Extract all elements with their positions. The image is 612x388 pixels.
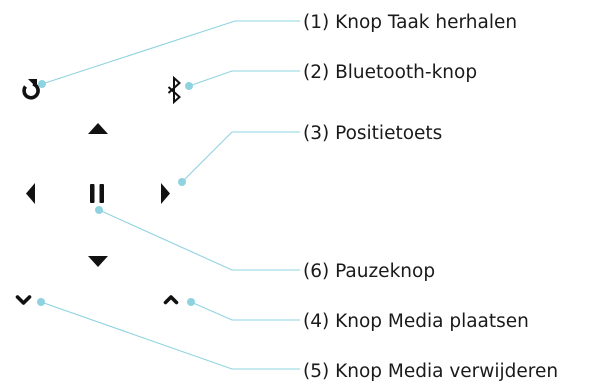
arrow-right-icon[interactable] <box>161 183 170 204</box>
marker-dot-position <box>178 178 186 186</box>
pause-icon[interactable] <box>90 184 104 203</box>
chevron-up-icon[interactable] <box>163 295 179 305</box>
leader-line-insert-media <box>190 301 300 321</box>
bluetooth-icon[interactable] <box>167 75 181 105</box>
label-pause-button: (6) Pauzeknop <box>303 261 435 282</box>
marker-dot-repeat <box>38 80 46 88</box>
marker-dot-pause <box>95 206 103 214</box>
leader-line-pause <box>98 209 300 271</box>
label-bluetooth-button: (2) Bluetooth-knop <box>303 62 477 83</box>
marker-dot-bluetooth <box>185 82 193 90</box>
repeat-icon[interactable] <box>22 79 40 100</box>
arrow-down-icon[interactable] <box>88 256 108 267</box>
leader-line-repeat <box>41 20 300 85</box>
label-insert-media-button: (4) Knop Media plaatsen <box>303 311 529 332</box>
marker-dot-insert-media <box>187 298 195 306</box>
leader-line-position <box>181 131 300 183</box>
leader-line-remove-media <box>40 301 300 370</box>
arrow-up-icon[interactable] <box>88 123 108 134</box>
label-repeat-button: (1) Knop Taak herhalen <box>303 12 517 33</box>
label-position-key: (3) Positietoets <box>303 123 442 144</box>
marker-dot-remove-media <box>37 298 45 306</box>
arrow-left-icon[interactable] <box>26 183 35 204</box>
leader-line-bluetooth <box>188 70 300 87</box>
chevron-down-icon[interactable] <box>15 295 32 305</box>
label-remove-media-button: (5) Knop Media verwijderen <box>303 361 558 382</box>
